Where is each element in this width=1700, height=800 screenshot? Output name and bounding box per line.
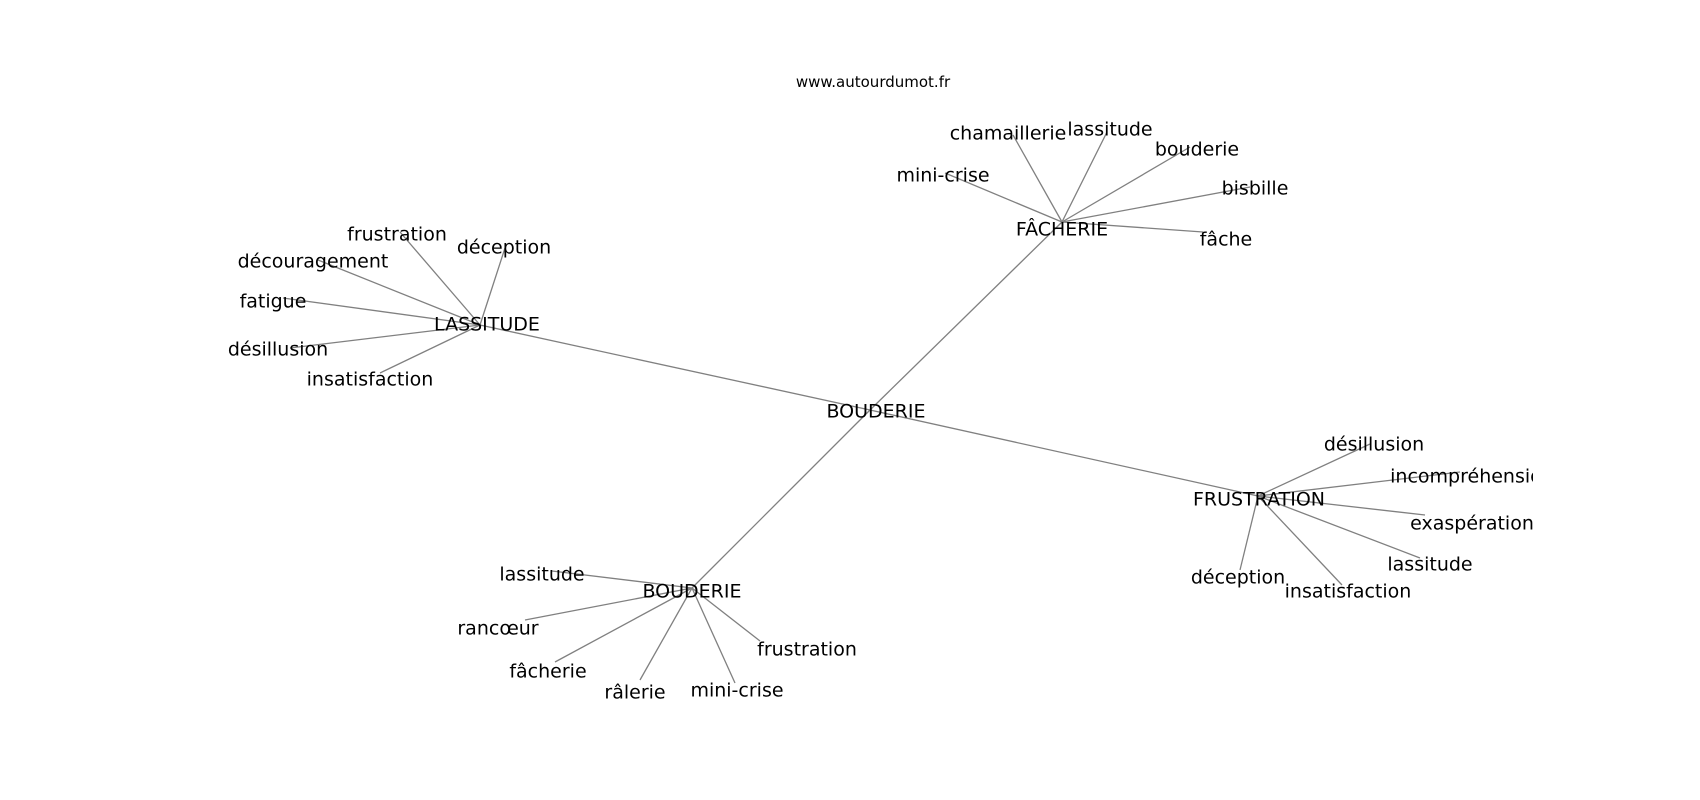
- leaf-node-frustration-desillusion[interactable]: désillusion: [1324, 434, 1424, 456]
- leaf-node-bouderie-frustration[interactable]: frustration: [757, 639, 857, 661]
- edge-center-facherie: [869, 221, 1063, 411]
- leaf-node-frustration-exasperation[interactable]: exaspération: [1410, 513, 1534, 535]
- leaf-node-lassitude-deception[interactable]: déception: [457, 237, 551, 259]
- edge-facherie-mini-crise: [944, 172, 1063, 223]
- edge-frustration-exasperation: [1257, 495, 1426, 516]
- edge-bouderie-facherie: [554, 587, 693, 663]
- cluster-node-frustration[interactable]: FRUSTRATION: [1193, 489, 1325, 511]
- leaf-node-facherie-fache[interactable]: fâche: [1200, 229, 1253, 251]
- leaf-node-facherie-chamaillerie[interactable]: chamaillerie: [950, 123, 1067, 145]
- leaf-node-facherie-mini-crise[interactable]: mini-crise: [896, 165, 989, 187]
- leaf-node-bouderie-rancoeur[interactable]: rancœur: [457, 618, 538, 640]
- edge-facherie-bouderie: [1061, 146, 1191, 223]
- edge-bouderie-frustration: [691, 587, 761, 642]
- leaf-node-frustration-insatisfaction[interactable]: insatisfaction: [1285, 581, 1412, 603]
- edge-bouderie-mini-crise: [691, 587, 736, 684]
- leaf-node-frustration-lassitude[interactable]: lassitude: [1387, 554, 1472, 576]
- leaf-node-lassitude-desillusion[interactable]: désillusion: [228, 339, 328, 361]
- edge-lassitude-fatigue: [282, 297, 481, 326]
- edge-bouderie-ralerie: [639, 587, 693, 681]
- edge-facherie-lassitude: [1061, 131, 1108, 223]
- edge-lassitude-frustration: [399, 231, 481, 326]
- edge-bouderie-lassitude: [551, 570, 693, 589]
- edge-center-bouderie: [691, 409, 871, 589]
- leaf-node-lassitude-frustration[interactable]: frustration: [347, 224, 447, 246]
- edge-bouderie-rancoeur: [524, 587, 693, 621]
- edge-frustration-incomprehension: [1257, 471, 1461, 497]
- edge-center-frustration: [869, 409, 1259, 497]
- leaf-node-facherie-lassitude[interactable]: lassitude: [1067, 119, 1152, 141]
- source-watermark: www.autourdumot.fr: [796, 73, 951, 91]
- center-node-bouderie[interactable]: BOUDERIE: [826, 401, 925, 423]
- leaf-node-facherie-bouderie[interactable]: bouderie: [1155, 139, 1239, 161]
- edge-lassitude-deception: [479, 247, 506, 326]
- edge-facherie-fache: [1061, 221, 1204, 233]
- edge-lassitude-desillusion: [289, 324, 481, 349]
- edge-frustration-insatisfaction: [1257, 495, 1343, 586]
- edge-facherie-chamaillerie: [1012, 134, 1063, 223]
- cluster-node-bouderie[interactable]: BOUDERIE: [642, 581, 741, 603]
- leaf-node-lassitude-fatigue[interactable]: fatigue: [240, 291, 307, 313]
- leaf-node-frustration-deception[interactable]: déception: [1191, 567, 1285, 589]
- leaf-node-lassitude-insatisfaction[interactable]: insatisfaction: [307, 369, 434, 391]
- leaf-node-facherie-bisbille[interactable]: bisbille: [1222, 178, 1289, 200]
- edge-lassitude-decouragement: [317, 259, 481, 326]
- edge-frustration-lassitude: [1257, 495, 1421, 559]
- edge-lassitude-insatisfaction: [379, 324, 481, 374]
- graph-edges: [282, 131, 1461, 684]
- leaf-node-bouderie-mini-crise[interactable]: mini-crise: [690, 680, 783, 702]
- cluster-node-facherie[interactable]: FÂCHERIE: [1016, 218, 1108, 241]
- leaf-node-bouderie-lassitude[interactable]: lassitude: [499, 564, 584, 586]
- leaf-node-bouderie-ralerie[interactable]: râlerie: [604, 682, 665, 704]
- leaf-node-bouderie-facherie[interactable]: fâcherie: [509, 661, 586, 683]
- leaf-node-frustration-incomprehension[interactable]: incompréhension: [1390, 466, 1554, 488]
- graph-nodes: BOUDERIE LASSITUDE frustration déception déc…: [228, 119, 1554, 704]
- cluster-node-lassitude[interactable]: LASSITUDE: [434, 314, 540, 336]
- edge-frustration-deception: [1239, 495, 1259, 571]
- edge-facherie-bisbille: [1061, 186, 1251, 223]
- edge-frustration-desillusion: [1257, 443, 1371, 497]
- edge-center-lassitude: [479, 324, 871, 411]
- leaf-node-lassitude-decouragement[interactable]: découragement: [238, 251, 389, 273]
